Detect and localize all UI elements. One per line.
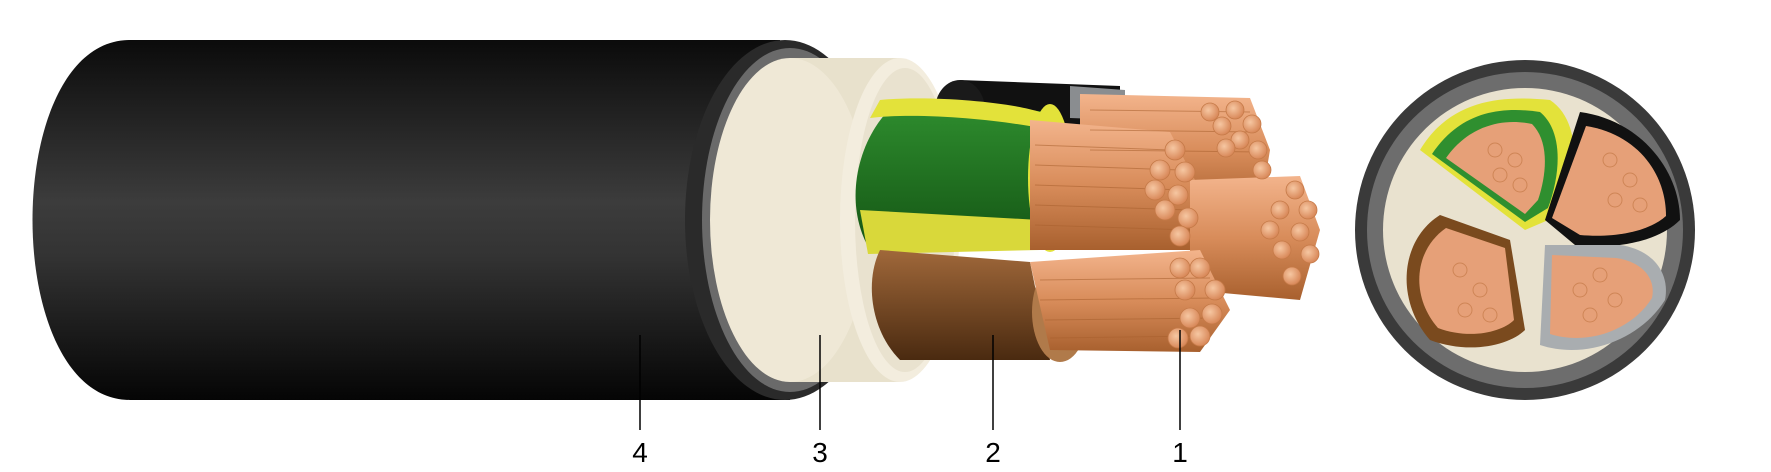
cross-section-black-core (1545, 112, 1680, 247)
callout-labels: 4 3 2 1 (632, 437, 1188, 468)
leader-lines (639, 330, 1181, 430)
cross-section-earth-core (1420, 98, 1574, 230)
callout-1: 1 (1172, 437, 1188, 468)
cross-section-brown-core (1406, 215, 1525, 348)
cross-section (1355, 60, 1695, 400)
callout-2: 2 (985, 437, 1001, 468)
callout-3: 3 (812, 437, 828, 468)
copper-conductor (1030, 94, 1320, 352)
cross-section-grey-core (1540, 245, 1666, 350)
callout-4: 4 (632, 437, 648, 468)
